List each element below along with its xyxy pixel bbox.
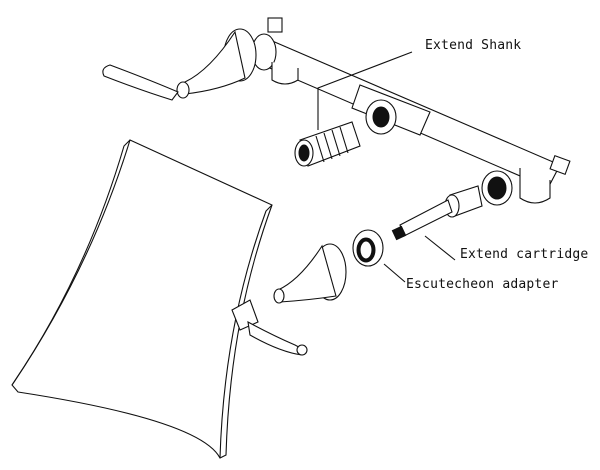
leader-extend-cartridge [424, 235, 456, 261]
wall-plate [11, 139, 273, 459]
upper-handle [102, 28, 257, 101]
escutcheon-adapter [352, 229, 384, 267]
leader-extend-shank [317, 51, 413, 130]
lower-handle [231, 243, 347, 356]
label-escutcheon-adapter: Escutecheon adapter [406, 277, 559, 292]
label-extend-cartridge: Extend cartridge [460, 247, 589, 262]
extend-shank [294, 121, 361, 167]
label-extend-shank: Extend Shank [425, 38, 522, 53]
extend-cartridge [391, 185, 483, 241]
valve-body [251, 17, 571, 206]
leader-escutcheon-adapter [383, 263, 406, 283]
